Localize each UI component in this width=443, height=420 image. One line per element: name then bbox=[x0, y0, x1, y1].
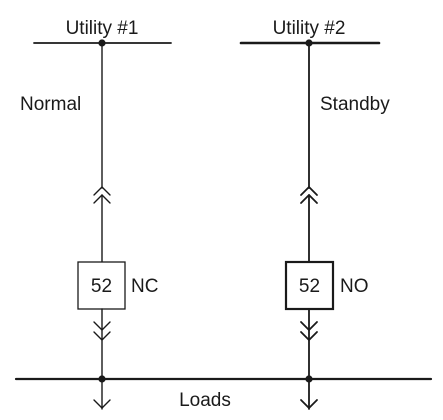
utility-1-label: Utility #1 bbox=[66, 18, 139, 39]
utility-2-label: Utility #2 bbox=[273, 18, 346, 39]
down-arrow-icon bbox=[93, 399, 111, 409]
upper-draw-out-contact-icon bbox=[93, 186, 111, 196]
lower-draw-out-contact-icon bbox=[93, 331, 111, 341]
down-arrow-icon bbox=[300, 399, 318, 409]
utility-2-role-label: Standby bbox=[320, 94, 390, 115]
loads-label: Loads bbox=[179, 390, 231, 411]
breaker-1-box bbox=[77, 261, 126, 310]
breaker-2-box bbox=[284, 260, 335, 311]
breaker-1-state: NC bbox=[131, 276, 158, 297]
lower-draw-out-contact-icon bbox=[300, 321, 318, 331]
lower-draw-out-contact-icon bbox=[300, 331, 318, 341]
lower-draw-out-contact-icon bbox=[93, 321, 111, 331]
utility-1-role-label: Normal bbox=[20, 94, 81, 115]
breaker-2-state: NO bbox=[340, 276, 369, 297]
upper-draw-out-contact-icon bbox=[300, 186, 318, 196]
breaker-1-number: 52 bbox=[91, 276, 112, 297]
breaker-2-number: 52 bbox=[299, 276, 320, 297]
